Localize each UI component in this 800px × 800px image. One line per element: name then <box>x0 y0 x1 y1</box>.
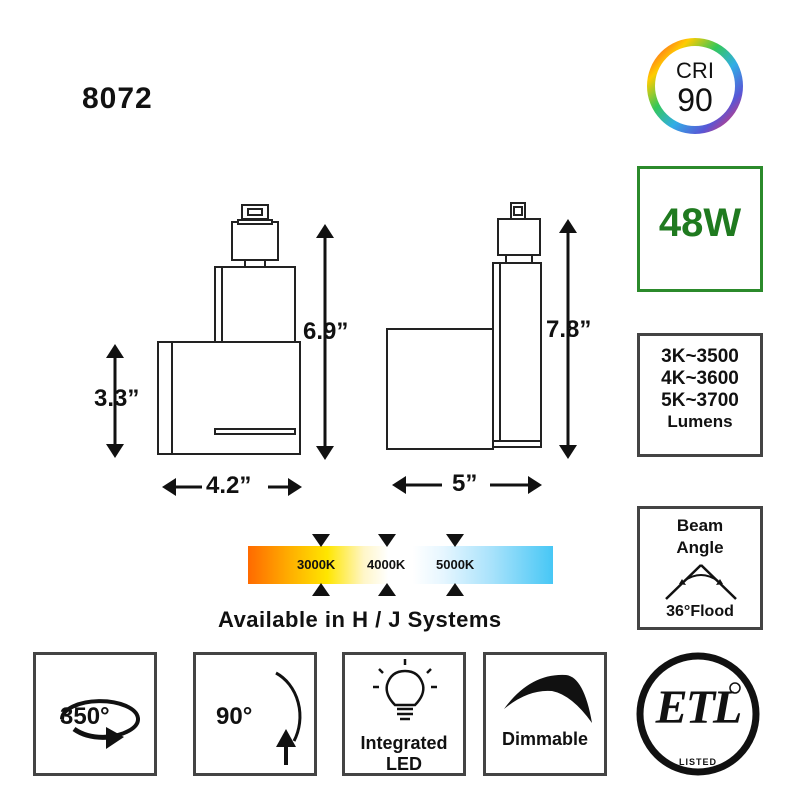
integrated-led-line1: Integrated <box>360 733 448 753</box>
color-temp-markers <box>312 534 464 596</box>
front-width-label: 4.2” <box>206 472 252 499</box>
rotation-value: 350° <box>60 703 110 730</box>
beam-cone-icon <box>665 564 737 600</box>
etl-mark-text: ETL <box>655 681 743 734</box>
beam-angle-box: Beam Angle 36°Flood <box>637 506 763 630</box>
beam-title-line1: Beam <box>676 516 724 535</box>
cri-badge <box>645 36 745 136</box>
color-temp-5000k: 5000K <box>436 557 475 572</box>
front-height-tall-label: 6.9” <box>303 318 349 345</box>
etl-logo-icon <box>636 652 760 776</box>
model-number: 8072 <box>82 82 153 115</box>
front-height-short-label: 3.3” <box>94 385 140 412</box>
front-width-arrow <box>162 478 302 496</box>
side-width-arrow <box>392 476 542 494</box>
dimmable-feature-box: Dimmable <box>483 652 607 776</box>
integrated-led-feature-box: Integrated LED <box>342 652 466 776</box>
beam-value: 36°Flood <box>666 603 734 620</box>
tilt-arrow-icon <box>275 671 302 765</box>
lumens-4k: 4K~3600 <box>661 368 739 389</box>
systems-availability: Available in H / J Systems <box>218 607 502 632</box>
front-height-tall-arrow <box>316 224 334 460</box>
cri-value: 90 <box>677 82 713 118</box>
cri-label: CRI <box>676 58 714 83</box>
light-bulb-icon <box>373 659 437 721</box>
dimmer-curve-icon <box>504 674 592 723</box>
wattage-value: 48W <box>658 201 742 245</box>
fixture-front-view <box>157 204 301 455</box>
rotation-arrow-icon <box>60 699 140 749</box>
tilt-value: 90° <box>216 703 253 730</box>
rotation-feature-box: 350° <box>33 652 157 776</box>
side-height-label: 7.8” <box>546 316 592 343</box>
color-temp-4000k: 4000K <box>367 557 406 572</box>
etl-listed-mark: ETL LISTED <box>633 650 763 780</box>
integrated-led-line2: LED <box>386 754 422 774</box>
lumens-box: 3K~3500 4K~3600 5K~3700 Lumens <box>637 333 763 457</box>
dimmable-label: Dimmable <box>501 729 589 749</box>
cri-ring-icon <box>647 38 743 134</box>
tilt-feature-box: 90° <box>193 652 317 776</box>
lumens-5k: 5K~3700 <box>661 390 739 411</box>
color-temp-3000k: 3000K <box>297 557 336 572</box>
color-temp-bar <box>248 546 553 584</box>
wattage-box: 48W <box>637 166 763 292</box>
lumens-3k: 3K~3500 <box>661 346 739 367</box>
beam-title-line2: Angle <box>676 538 724 557</box>
side-height-arrow <box>559 219 577 459</box>
etl-listed-text: LISTED <box>678 757 717 767</box>
lumens-unit: Lumens <box>667 412 733 431</box>
fixture-side-view <box>386 202 542 450</box>
front-height-short-arrow <box>106 344 124 458</box>
side-width-label: 5” <box>452 470 478 497</box>
